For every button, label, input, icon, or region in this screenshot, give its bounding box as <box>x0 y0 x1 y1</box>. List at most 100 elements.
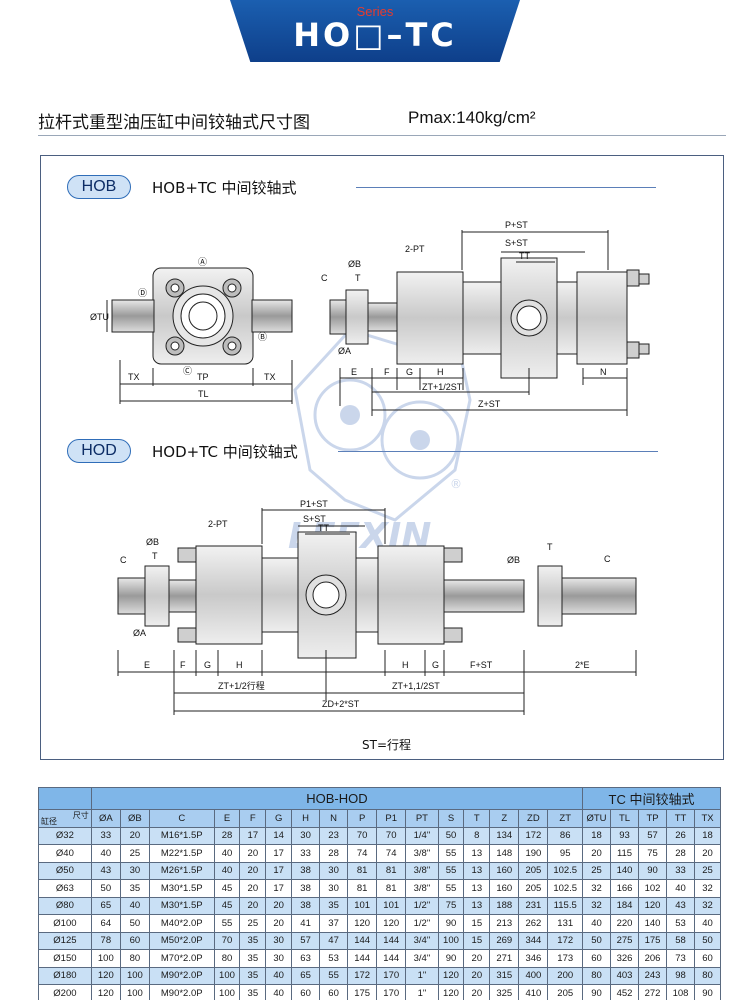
hod-side-view <box>117 508 637 715</box>
table-cell: 25 <box>582 861 612 880</box>
stroke-note: ST=行程 <box>362 738 412 752</box>
dim-e-hod: E <box>144 660 150 670</box>
table-cell: 101 <box>347 896 378 915</box>
table-cell: 81 <box>347 861 378 880</box>
table-cell: 86 <box>547 826 584 845</box>
table-cell: 17 <box>239 826 267 845</box>
table-cell: 346 <box>518 949 549 968</box>
table-cell: 73 <box>666 949 696 968</box>
dim-tp: TP <box>197 372 209 382</box>
table-cell: 120 <box>437 984 465 1000</box>
table-cell: 55 <box>437 861 465 880</box>
table-cell: 33 <box>291 844 321 863</box>
table-cell: 3/8" <box>405 861 439 880</box>
table-cell: 102.5 <box>547 879 584 898</box>
dim-h-hob: H <box>437 367 444 377</box>
table-cell: 93 <box>610 826 640 845</box>
table-cell: 55 <box>213 914 241 933</box>
table-cell: 403 <box>610 966 640 985</box>
table-cell: M22*1.5P <box>148 844 215 863</box>
section-rule-hod <box>338 451 658 452</box>
table-cell: 120 <box>638 896 668 915</box>
table-cell: 98 <box>666 966 696 985</box>
table-cell: 30 <box>319 879 349 898</box>
table-cell: 40 <box>119 896 150 915</box>
table-cell: 100 <box>213 984 241 1000</box>
bore-size-cell: Ø180 <box>38 966 92 985</box>
table-corner: 尺寸 缸径 <box>38 809 92 828</box>
table-cell: 40 <box>265 966 293 985</box>
table-cell: 172 <box>347 966 378 985</box>
table-cell: 40 <box>90 844 121 863</box>
table-cell: 8 <box>463 826 491 845</box>
table-group-tc: TC 中间铰轴式 <box>582 787 721 810</box>
table-cell: 30 <box>291 826 321 845</box>
table-cell: 70 <box>213 931 241 950</box>
table-cell: 28 <box>213 826 241 845</box>
table-cell: 3/8" <box>405 879 439 898</box>
table-cell: 53 <box>666 914 696 933</box>
table-cell: 40 <box>582 914 612 933</box>
table-cell: 170 <box>376 984 407 1000</box>
table-cell: 190 <box>518 844 549 863</box>
corner-bore: 缸径 <box>41 816 57 826</box>
table-cell: 32 <box>694 879 721 898</box>
section-tag-hod: HOD <box>67 439 131 463</box>
bore-size-cell: Ø40 <box>38 844 92 863</box>
table-cell: 213 <box>489 914 520 933</box>
table-cell: 173 <box>547 949 584 968</box>
dim-tt-hod: TT <box>318 523 329 533</box>
table-cell: 35 <box>239 931 267 950</box>
table-cell: 3/4" <box>405 949 439 968</box>
table-cell: 81 <box>347 879 378 898</box>
bore-size-cell: Ø150 <box>38 949 92 968</box>
table-cell: 20 <box>694 844 721 863</box>
table-cell: 37 <box>319 914 349 933</box>
table-cell: 32 <box>694 896 721 915</box>
table-cell: 269 <box>489 931 520 950</box>
table-cell: 100 <box>119 984 150 1000</box>
table-cell: 30 <box>319 861 349 880</box>
table-cell: 57 <box>291 931 321 950</box>
table-cell: 25 <box>119 844 150 863</box>
table-cell: 13 <box>463 861 491 880</box>
dim-2e-hod: 2*E <box>575 660 590 670</box>
table-cell: 170 <box>376 966 407 985</box>
table-cell: 100 <box>437 931 465 950</box>
dim-h-hod-left: H <box>236 660 243 670</box>
table-cell: 262 <box>518 914 549 933</box>
table-cell: M26*1.5P <box>148 861 215 880</box>
table-cell: 65 <box>291 966 321 985</box>
dim-zt-one-half-st: ZT+1,1/2ST <box>392 681 440 691</box>
table-cell: M70*2.0P <box>148 949 215 968</box>
table-cell: 35 <box>239 949 267 968</box>
table-cell: 326 <box>610 949 640 968</box>
table-cell: 43 <box>666 896 696 915</box>
bore-size-cell: Ø200 <box>38 984 92 1000</box>
table-cell: 115 <box>610 844 640 863</box>
table-cell: M40*2.0P <box>148 914 215 933</box>
table-cell: 38 <box>291 861 321 880</box>
table-cell: 120 <box>437 966 465 985</box>
table-cell: 20 <box>463 984 491 1000</box>
table-cell: 20 <box>582 844 612 863</box>
table-cell: 90 <box>437 949 465 968</box>
dim-e-hob: E <box>351 367 357 377</box>
table-cell: 20 <box>239 879 267 898</box>
table-cell: 101 <box>376 896 407 915</box>
table-cell: 90 <box>694 984 721 1000</box>
dim-zt-half-st: ZT+1/2ST <box>422 382 463 392</box>
bore-size-cell: Ø100 <box>38 914 92 933</box>
table-cell: 33 <box>666 861 696 880</box>
table-cell: M16*1.5P <box>148 826 215 845</box>
table-cell: 131 <box>547 914 584 933</box>
table-cell: 90 <box>638 861 668 880</box>
dim-z-st: Z+ST <box>478 399 501 409</box>
table-cell: 81 <box>376 861 407 880</box>
table-cell: 58 <box>666 931 696 950</box>
